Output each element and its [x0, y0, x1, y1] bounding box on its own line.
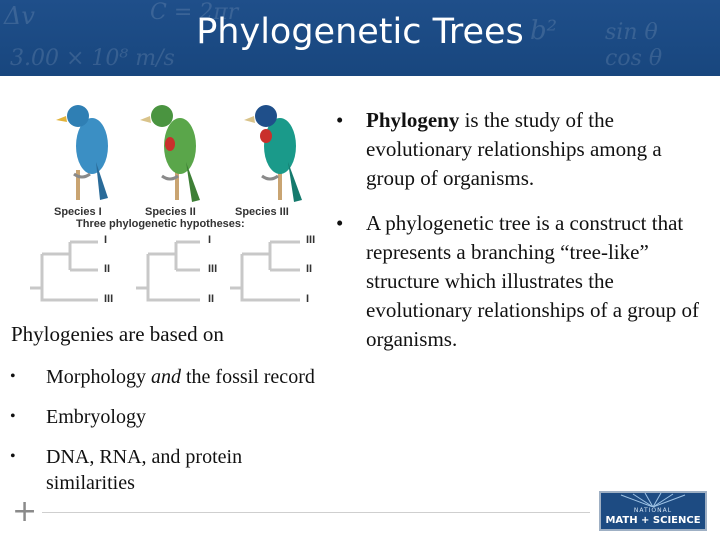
bullet-text: A phylogenetic tree is a construct that …	[366, 211, 700, 351]
birds-and-trees-illustration	[30, 105, 302, 302]
bullet-dot: •	[336, 211, 344, 235]
background-formula: 3.00 × 10⁸ m/s	[10, 46, 175, 71]
plus-icon: +	[12, 494, 38, 529]
list-item-text: the fossil record	[181, 366, 315, 388]
tree-leaf-label: III	[104, 293, 114, 305]
phylo-tree-3	[230, 240, 300, 302]
hypotheses-caption: Three phylogenetic hypotheses:	[76, 218, 245, 230]
sunburst-icon	[620, 493, 686, 507]
bird-species-3-illustration	[244, 105, 302, 202]
tree-leaf-label: I	[208, 234, 212, 246]
species-label: Species II	[145, 206, 196, 218]
tree-leaf-label: I	[104, 234, 108, 246]
bullet-phylogeny: • Phylogeny is the study of the evolutio…	[336, 106, 706, 193]
species-label: Species I	[54, 206, 102, 218]
tree-leaf-label: II	[306, 263, 313, 275]
logo-small-text: NATIONAL	[633, 507, 673, 514]
tree-leaf-label: II	[104, 263, 111, 275]
bird-species-1-illustration	[56, 105, 108, 200]
bullet-term: Phylogeny	[366, 108, 460, 132]
tree-leaf-label: II	[208, 293, 215, 305]
list-item-text: Embryology	[46, 406, 146, 428]
background-formula: Δv	[4, 2, 35, 30]
list-item-text: DNA, RNA, and protein similarities	[46, 446, 243, 494]
phylo-tree-1	[30, 240, 98, 302]
page-title: Phylogenetic Trees	[196, 12, 524, 52]
phylogeny-figure: Species I Species II Species III Three p…	[30, 96, 330, 316]
list-item: • Morphology and the fossil record	[10, 364, 340, 390]
basis-list: • Morphology and the fossil record • Emb…	[10, 364, 340, 510]
list-item: • Embryology	[10, 404, 340, 430]
bullet-text: is the study of the evolutionary relatio…	[366, 108, 662, 190]
title-banner: Δv C = 2πr 3.00 × 10⁸ m/s b² sin θ cos θ…	[0, 0, 720, 76]
bullet-dot: •	[10, 448, 16, 465]
background-formula: cos θ	[605, 46, 663, 71]
background-formula: b²	[530, 16, 558, 46]
background-formula: C = 2πr	[150, 0, 239, 25]
tree-leaf-label: III	[208, 263, 218, 275]
species-label: Species III	[235, 206, 289, 218]
bullet-dot: •	[10, 408, 16, 425]
tree-leaf-label: I	[306, 293, 310, 305]
bullet-dot: •	[336, 108, 344, 132]
background-formula: sin θ	[605, 20, 658, 45]
bird-species-2-illustration	[140, 105, 200, 202]
tree-leaf-label: III	[306, 234, 316, 246]
bullet-phylogenetic-tree: • A phylogenetic tree is a construct tha…	[336, 209, 706, 354]
bullet-dot: •	[10, 368, 16, 385]
basis-intro: Phylogenies are based on	[11, 322, 224, 346]
math-science-logo: NATIONAL MATH + SCIENCE	[599, 491, 707, 531]
list-item-emphasis: and	[151, 366, 181, 388]
definition-bullets: • Phylogeny is the study of the evolutio…	[336, 106, 706, 354]
footer-divider	[42, 512, 590, 513]
list-item-text: Morphology	[46, 366, 151, 388]
phylo-tree-2	[136, 240, 200, 302]
list-item: • DNA, RNA, and protein similarities	[10, 444, 276, 496]
logo-big-text: MATH + SCIENCE	[605, 515, 701, 526]
